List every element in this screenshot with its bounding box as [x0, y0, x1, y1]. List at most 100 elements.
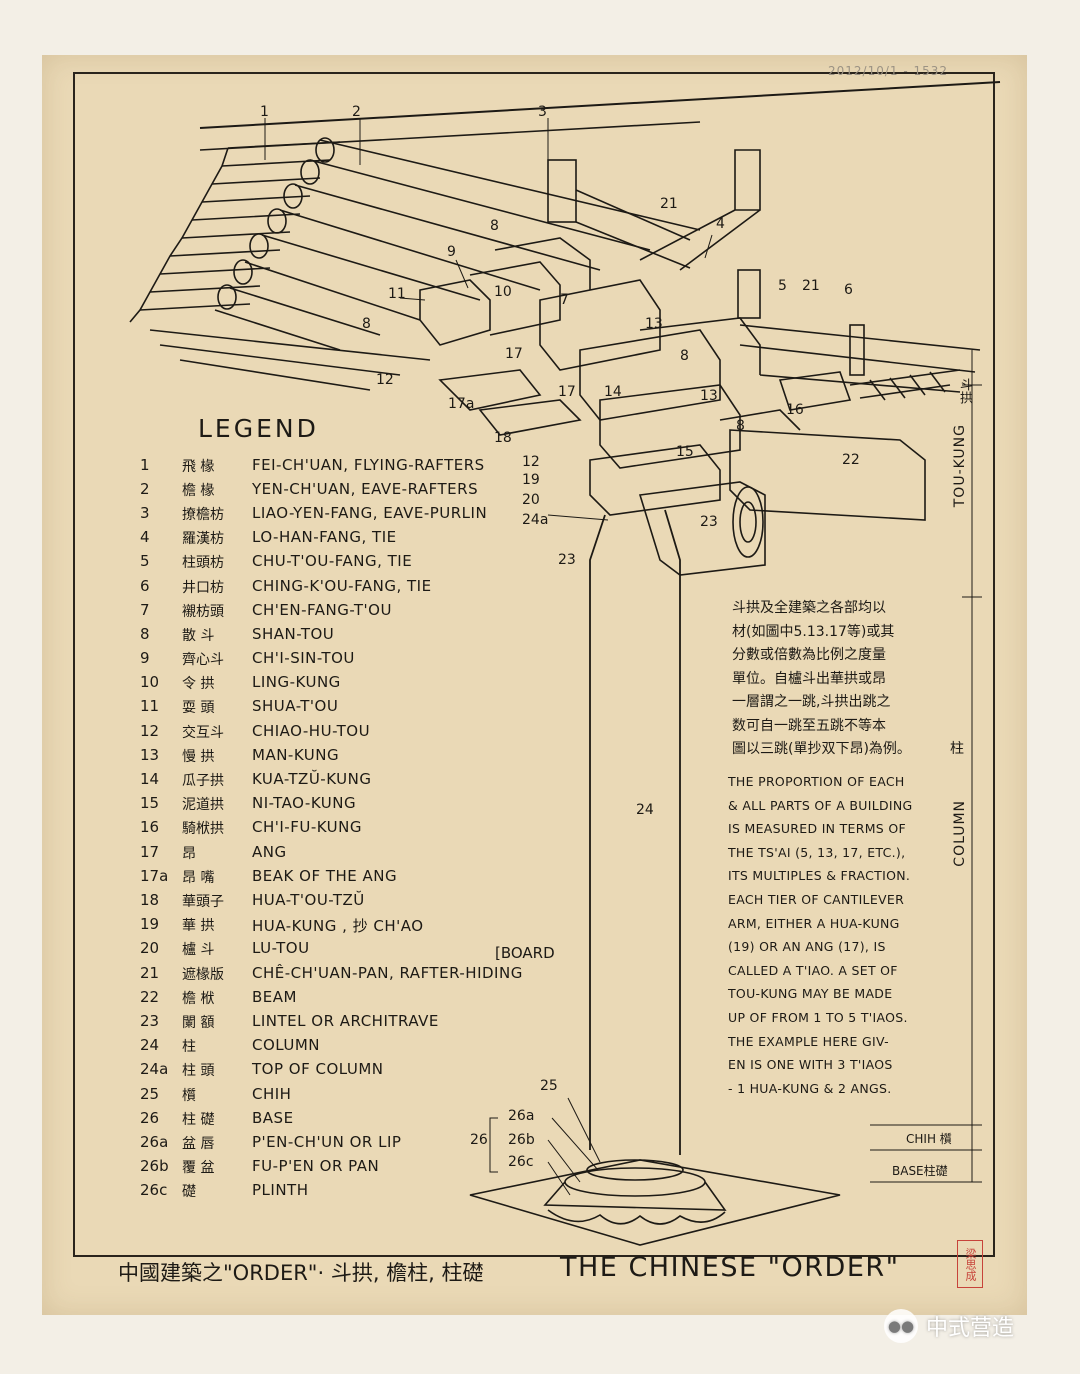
eave-rafters: [149, 137, 701, 391]
legend-en: LING-KUNG: [252, 673, 341, 691]
legend-cn: 瓜子拱: [182, 773, 224, 789]
dimension-lines: [870, 350, 982, 1183]
note-en-line: (19) OR AN ANG (17), IS: [728, 939, 886, 955]
legend-en: CHIAO-HU-TOU: [252, 722, 371, 740]
note-cn-line: 数可自一跳至五跳不等本: [732, 717, 886, 734]
note-en-line: CALLED A T'IAO. A SET OF: [728, 962, 898, 978]
legend-en: CHÊ-CH'UAN-PAN, RAFTER-HIDING: [252, 964, 523, 982]
legend-en: BEAM: [252, 988, 297, 1006]
note-en-line: & ALL PARTS OF A BUILDING: [728, 797, 913, 813]
legend-cn: 齊心斗: [182, 652, 224, 668]
legend-num: 26c: [140, 1181, 168, 1199]
legend-cn: 柱 頭: [182, 1063, 215, 1079]
toukung-cn-label: 斗拱: [957, 378, 972, 404]
legend-cn: 撩檐枋: [182, 507, 224, 523]
callout-3: 3: [538, 104, 547, 120]
legend-en: CHING-K'OU-FANG, TIE: [252, 577, 432, 595]
callout-25: 25: [540, 1078, 558, 1094]
note-en-line: EACH TIER OF CANTILEVER: [728, 891, 905, 907]
leader-lines: [264, 118, 713, 1196]
legend-cn: 散 斗: [182, 628, 215, 644]
legend-num: 7: [140, 601, 150, 619]
legend-en: FU-P'EN OR PAN: [252, 1157, 380, 1175]
legend-cn: 羅漢枋: [182, 531, 224, 547]
legend-en: YEN-CH'UAN, EAVE-RAFTERS: [252, 480, 479, 498]
legend-num: 17a: [140, 867, 169, 885]
callout-21a: 21: [660, 196, 678, 212]
paper-sheet: [42, 55, 1027, 1315]
callout-26c: 26c: [508, 1154, 534, 1170]
callout-19: 19: [522, 472, 540, 488]
chih-label: CHIH 櫍: [906, 1132, 952, 1146]
legend-num: 12: [140, 722, 160, 740]
legend-en: COLUMN: [252, 1036, 321, 1054]
bracket-set: [419, 237, 852, 516]
callout-8a: 8: [490, 218, 499, 234]
legend-num: 13: [140, 746, 160, 764]
legend-num: 11: [140, 697, 160, 715]
legend-num: 8: [140, 625, 150, 643]
legend-num: 24a: [140, 1060, 169, 1078]
legend-cn: 襯枋頭: [182, 604, 224, 620]
note-cn-line: 圖以三跳(單抄双下昂)為例。: [732, 741, 911, 757]
tie-beams: [639, 149, 761, 271]
legend-en: HUA-T'OU-TZŬ: [252, 891, 365, 909]
note-cn-line: 分數或倍數為比例之度量: [732, 647, 886, 663]
legend-cn: 櫨 斗: [182, 942, 215, 958]
column-cn-label: 柱: [950, 741, 964, 757]
callout-17a-beak: 17a: [448, 396, 475, 412]
legend-en: CHIH: [252, 1085, 292, 1103]
legend-num: 23: [140, 1012, 160, 1030]
beam-22: [729, 429, 926, 521]
callout-9: 9: [447, 244, 456, 260]
callout-8d: 8: [736, 418, 745, 434]
callout-8c: 8: [680, 348, 689, 364]
legend-cn: 昂 嘴: [182, 870, 215, 886]
legend-num: 6: [140, 577, 150, 595]
watermark: ●● 中式营造: [884, 1306, 1014, 1346]
note-en-line: IS MEASURED IN TERMS OF: [728, 821, 906, 837]
note-en-line: TOU-KUNG MAY BE MADE: [728, 986, 893, 1002]
callout-12a: 12: [376, 372, 394, 388]
legend-cn: 華 拱: [182, 918, 215, 934]
callout-23a: 23: [700, 514, 718, 530]
legend-en: FEI-CH'UAN, FLYING-RAFTERS: [252, 456, 485, 474]
column-base: [469, 1159, 841, 1246]
callout-6: 6: [844, 282, 853, 298]
legend-cn: 柱: [182, 1039, 196, 1055]
toukung-label: TOU-KUNG: [952, 424, 968, 508]
callout-18: 18: [494, 430, 512, 446]
note-en-line: THE PROPORTION OF EACH: [728, 774, 905, 789]
legend-cn: 遮椽版: [182, 967, 224, 983]
title-chinese: 中國建築之"ORDER"· 斗拱, 檐柱, 柱礎: [118, 1261, 484, 1285]
legend-cn: 柱頭枋: [182, 555, 224, 571]
pencil-note: 2012/10/1 - 1532: [828, 64, 949, 78]
legend-num: 5: [140, 552, 150, 570]
legend-en: CH'I-SIN-TOU: [252, 649, 355, 667]
legend-cn: 櫍: [182, 1088, 196, 1104]
legend-en: SHAN-TOU: [252, 625, 335, 643]
callout-16: 16: [786, 402, 804, 418]
legend-num: 22: [140, 988, 160, 1006]
callout-26: 26: [470, 1132, 488, 1148]
callout-11: 11: [388, 286, 406, 302]
legend-cn: 騎栿拱: [182, 821, 224, 837]
callout-4: 4: [716, 216, 725, 232]
note-en-line: THE TS'AI (5, 13, 17, ETC.),: [728, 844, 906, 860]
callout-24: 24: [636, 802, 654, 818]
legend-cn: 耍 頭: [182, 700, 215, 716]
legend-en: SHUA-T'OU: [252, 697, 339, 715]
legend-num: 18: [140, 891, 160, 909]
drawing-border: [73, 72, 995, 1257]
legend-cn: 交互斗: [182, 725, 224, 741]
legend-num: 10: [140, 673, 160, 691]
note-cn-line: 斗拱及全建築之各部均以: [732, 600, 886, 616]
legend-num: 15: [140, 794, 160, 812]
legend-num: 26a: [140, 1133, 169, 1151]
note-chinese: 斗拱及全建築之各部均以材(如圖中5.13.17等)或其分數或倍數為比例之度量單位…: [732, 597, 952, 762]
legend-num: 19: [140, 915, 160, 933]
legend-en: LIAO-YEN-FANG, EAVE-PURLIN: [252, 504, 488, 522]
legend-cn: 檐 栿: [182, 991, 215, 1007]
callout-10: 10: [494, 284, 512, 300]
